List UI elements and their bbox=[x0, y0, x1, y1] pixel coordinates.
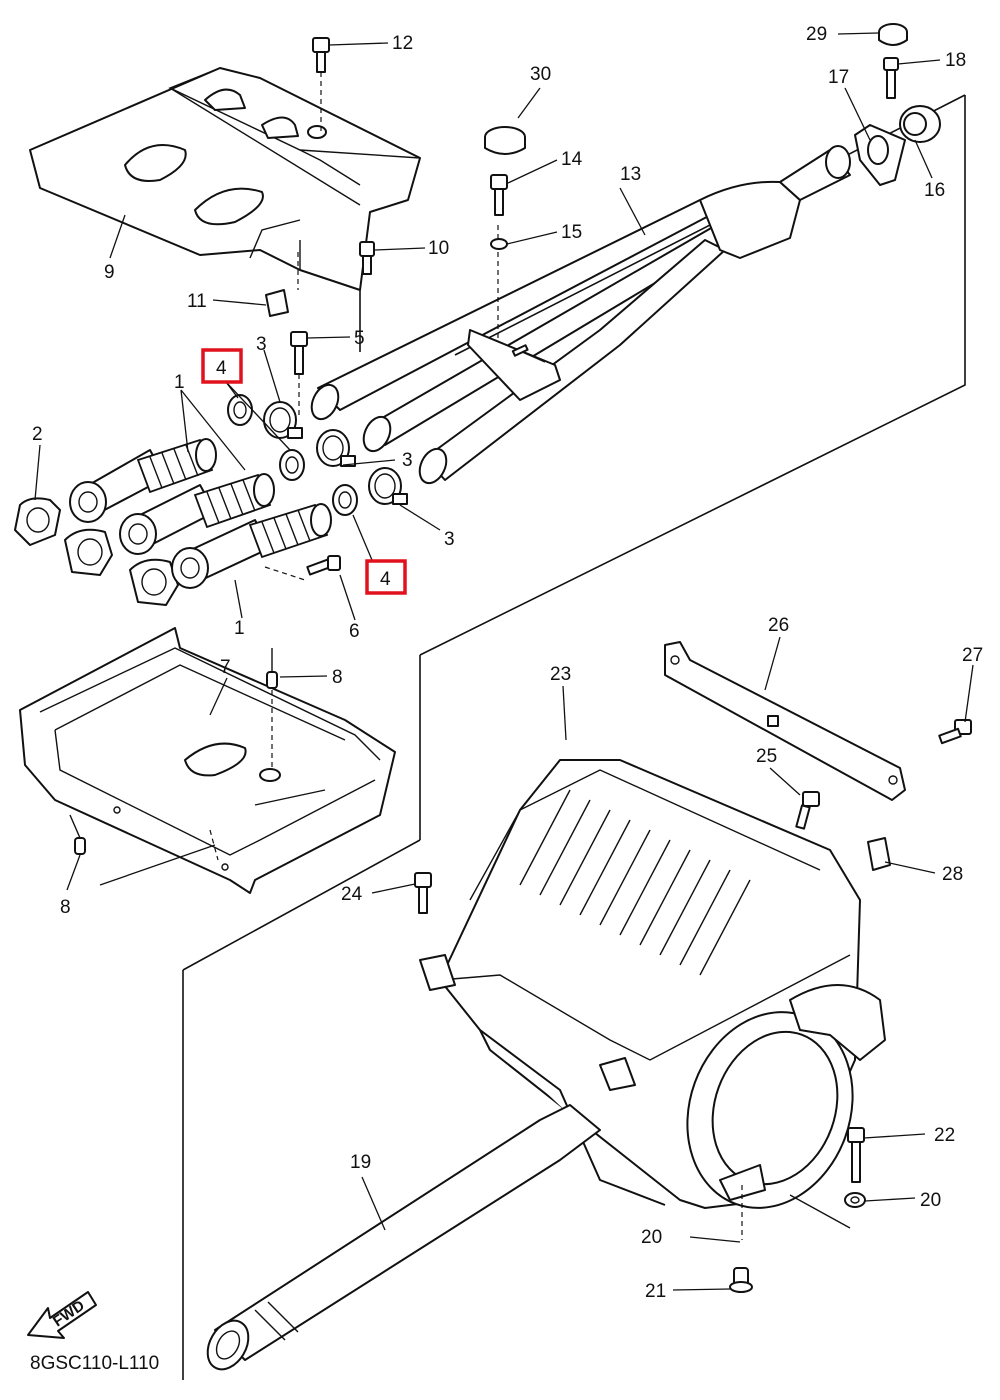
callout-1-b: 1 bbox=[234, 618, 245, 639]
part-16-grommet bbox=[899, 105, 941, 143]
callout-18: 18 bbox=[945, 50, 966, 71]
part-20-washer bbox=[844, 1192, 866, 1208]
callout-29: 29 bbox=[806, 24, 827, 45]
part-26-bracket bbox=[664, 641, 906, 801]
callout-3-a: 3 bbox=[256, 334, 267, 355]
callout-7: 7 bbox=[220, 657, 231, 678]
part-25-bolt bbox=[795, 791, 820, 830]
callout-24: 24 bbox=[341, 884, 363, 905]
highlight-box bbox=[365, 559, 407, 595]
part-4-rings bbox=[227, 394, 358, 516]
callout-13: 13 bbox=[620, 164, 641, 185]
part-1-pipes bbox=[69, 438, 332, 589]
callout-3-c: 3 bbox=[444, 529, 455, 550]
part-8-rivets bbox=[69, 648, 278, 855]
callout-12: 12 bbox=[392, 33, 413, 54]
callout-16: 16 bbox=[924, 180, 945, 201]
callout-26: 26 bbox=[768, 615, 789, 636]
callout-28: 28 bbox=[942, 864, 963, 885]
highlighted-callout-4-top[interactable]: 4 bbox=[201, 348, 243, 384]
part-19-tailpipe bbox=[206, 1104, 601, 1371]
part-18-bolt bbox=[883, 57, 899, 99]
callout-14: 14 bbox=[561, 149, 583, 170]
part-29-cap bbox=[878, 23, 908, 46]
callout-5: 5 bbox=[354, 328, 365, 349]
part-27-bolt bbox=[938, 719, 972, 745]
callout-15: 15 bbox=[561, 222, 582, 243]
part-2-gaskets bbox=[14, 497, 179, 606]
part-21-plug bbox=[729, 1267, 753, 1293]
part-28-nut bbox=[867, 837, 891, 871]
callout-1-a: 1 bbox=[174, 372, 185, 393]
part-14-bolt bbox=[490, 174, 508, 216]
part-9-upper-heat-shield bbox=[29, 67, 421, 291]
part-10-bolt bbox=[359, 241, 375, 275]
callout-17: 17 bbox=[828, 67, 849, 88]
part-23-muffler bbox=[419, 759, 886, 1240]
diagram-code: 8GSC110-L110 bbox=[30, 1353, 159, 1374]
callout-30: 30 bbox=[530, 64, 551, 85]
callout-20-a: 20 bbox=[920, 1190, 941, 1211]
part-3-clamps bbox=[263, 401, 408, 505]
highlighted-callout-4-bottom[interactable]: 4 bbox=[365, 559, 407, 595]
part-6-bolt bbox=[264, 555, 341, 581]
part-5-bolt bbox=[290, 331, 308, 415]
callout-20-b: 20 bbox=[641, 1227, 662, 1248]
callout-labels: 12 9 10 11 30 14 13 15 29 18 17 16 5 3 1… bbox=[32, 24, 983, 1302]
callout-3-b: 3 bbox=[402, 450, 413, 471]
part-22-bolt bbox=[847, 1127, 865, 1183]
callout-9: 9 bbox=[104, 262, 115, 283]
callout-4-a: 4 bbox=[216, 358, 227, 379]
callout-21: 21 bbox=[645, 1281, 666, 1302]
callout-25: 25 bbox=[756, 746, 777, 767]
part-17-bracket bbox=[854, 124, 906, 186]
leader-lines bbox=[34, 32, 974, 1291]
callout-6: 6 bbox=[349, 621, 360, 642]
callout-11: 11 bbox=[187, 291, 207, 312]
part-13-y-pipe bbox=[310, 145, 851, 485]
callout-8-a: 8 bbox=[332, 667, 343, 688]
highlight-box bbox=[201, 348, 243, 384]
callout-2: 2 bbox=[32, 424, 43, 445]
callout-4-b: 4 bbox=[380, 569, 391, 590]
callout-8-b: 8 bbox=[60, 897, 71, 918]
callout-19: 19 bbox=[350, 1152, 371, 1173]
part-30-cap bbox=[484, 126, 526, 155]
callout-27: 27 bbox=[962, 645, 983, 666]
part-11-clip bbox=[265, 252, 299, 317]
part-7-lower-heat-shield bbox=[19, 627, 396, 894]
callout-23: 23 bbox=[550, 664, 571, 685]
part-15-washer bbox=[490, 238, 508, 250]
callout-22: 22 bbox=[934, 1125, 955, 1146]
callout-10: 10 bbox=[428, 238, 449, 259]
fwd-arrow: FWD bbox=[27, 1291, 97, 1339]
part-24-bolt bbox=[414, 872, 432, 914]
